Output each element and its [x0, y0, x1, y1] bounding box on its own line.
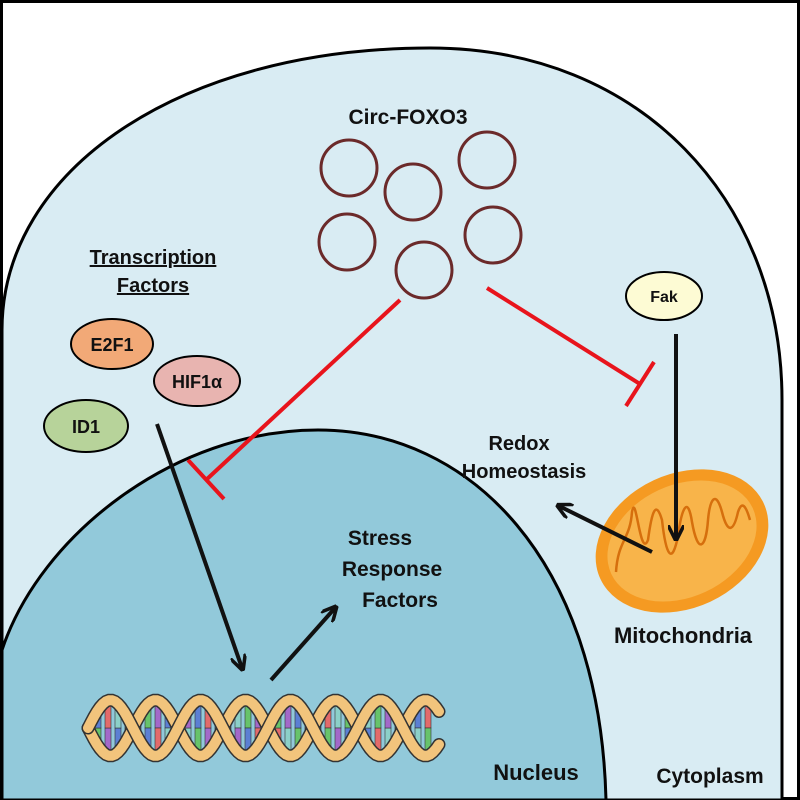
mitochondria-label: Mitochondria: [614, 623, 753, 648]
arrow-dna-to-stress: [269, 608, 335, 682]
hif1a-label: HIF1α: [172, 372, 222, 392]
stress-response-label: Factors: [362, 589, 438, 612]
fak-label: Fak: [650, 289, 678, 306]
inhibition-line-mitochondria: [485, 286, 642, 386]
arrow-factors-to-dna: [155, 423, 242, 668]
redox-label: Homeostasis: [462, 461, 587, 483]
redox-label: Redox: [488, 433, 549, 455]
hif1a-oval: [153, 355, 241, 407]
inhibition-line-nucleus: [204, 298, 402, 482]
transcription-factors-label: Factors: [117, 275, 189, 297]
id1-oval: [43, 399, 129, 453]
circ-foxo3-label: Circ-FOXO3: [348, 106, 467, 129]
inhibition-bar-mitochondria: [624, 360, 656, 408]
circ-rna-circle-icon: [394, 240, 454, 300]
nucleus-label: Nucleus: [493, 760, 579, 785]
circ-rna-circle-icon: [463, 205, 523, 265]
circ-rna-circle-icon: [317, 212, 377, 272]
circ-rna-circle-icon: [383, 162, 443, 222]
circ-rna-circle-icon: [457, 130, 517, 190]
arrow-mitochondria-to-redox: [559, 506, 653, 554]
transcription-factors-label: Transcription: [90, 247, 217, 269]
e2f1-oval: [70, 318, 154, 370]
dna-strand: [83, 695, 444, 761]
circ-rna-circle-icon: [319, 138, 379, 198]
fak-oval: [625, 271, 703, 321]
stress-response-label: Stress: [348, 527, 412, 550]
e2f1-label: E2F1: [90, 335, 133, 355]
inhibition-bar-nucleus: [186, 458, 226, 501]
cytoplasm-label: Cytoplasm: [656, 765, 763, 788]
dna-double-helix-icon: [81, 693, 446, 763]
dna-strand: [83, 695, 444, 761]
stress-response-label: Response: [342, 558, 442, 581]
id1-label: ID1: [72, 417, 100, 437]
